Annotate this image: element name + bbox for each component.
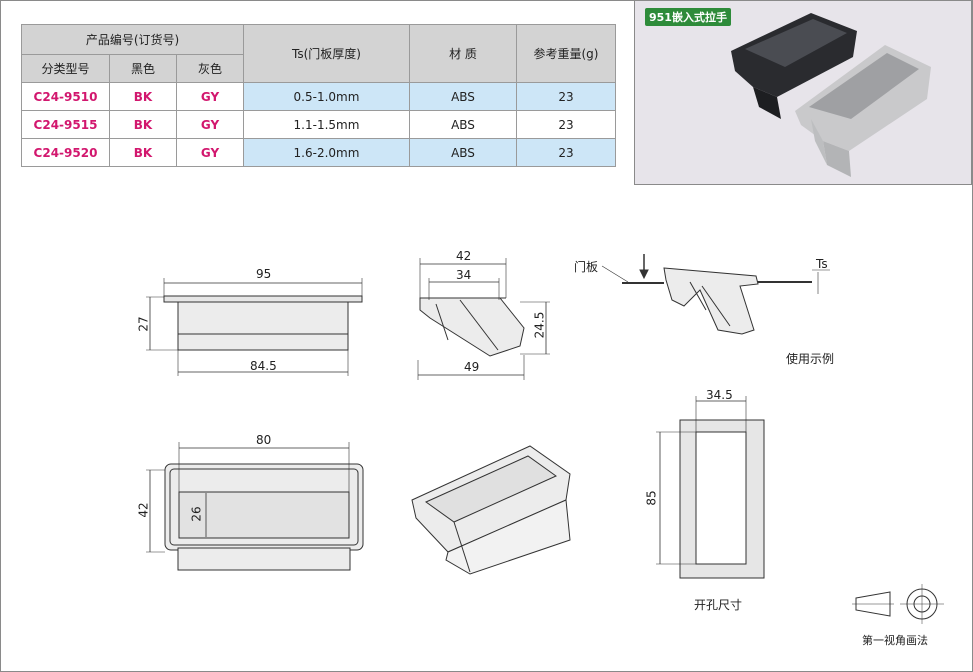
product-badge: 951嵌入式拉手 <box>645 8 731 26</box>
row-material: ABS <box>409 110 517 139</box>
table-row: C24-9520 BK GY 1.6-2.0mm ABS 23 <box>21 138 616 167</box>
col-weight-header: 参考重量(g) <box>516 24 616 83</box>
front-view <box>146 278 363 376</box>
row-weight: 23 <box>516 110 616 139</box>
dim-front-width: 95 <box>256 267 272 281</box>
row-material: ABS <box>409 138 517 167</box>
spec-table: 产品编号(订货号) Ts(门板厚度) 材 质 参考重量(g) 分类型号 黑色 灰… <box>21 24 616 167</box>
projection-symbol-icon <box>852 584 944 624</box>
dim-cutout-width: 34.5 <box>706 388 733 402</box>
table-row: C24-9515 BK GY 1.1-1.5mm ABS 23 <box>21 110 616 139</box>
row-code: C24-9520 <box>21 138 110 167</box>
row-gray: GY <box>176 138 244 167</box>
row-weight: 23 <box>516 82 616 111</box>
dim-side-top: 42 <box>456 249 472 263</box>
usage-example-drawing <box>601 254 830 335</box>
dim-side-bottom: 49 <box>464 360 480 374</box>
row-code: C24-9515 <box>21 110 110 139</box>
top-view <box>146 442 364 571</box>
usage-example-caption: 使用示例 <box>786 352 835 366</box>
dim-side-inner: 34 <box>456 268 472 282</box>
col-gray-header: 灰色 <box>176 54 244 83</box>
projection-caption: 第一视角画法 <box>862 634 928 647</box>
isometric-view <box>411 445 571 575</box>
handle-photo-illustration <box>731 13 931 177</box>
cutout-size-caption: 开孔尺寸 <box>694 598 743 612</box>
dim-top-height: 42 <box>136 502 151 518</box>
dim-front-inner: 84.5 <box>250 359 277 373</box>
dim-top-width: 80 <box>256 433 272 447</box>
row-ts: 0.5-1.0mm <box>243 82 410 111</box>
table-row: C24-9510 BK GY 0.5-1.0mm ABS 23 <box>21 82 616 111</box>
col-black-header: 黑色 <box>109 54 177 83</box>
row-black: BK <box>109 110 177 139</box>
row-black: BK <box>109 138 177 167</box>
side-view <box>417 258 550 380</box>
col-category-header: 分类型号 <box>21 54 110 83</box>
door-panel-label: 门板 <box>574 260 599 274</box>
row-ts: 1.1-1.5mm <box>243 110 410 139</box>
dim-side-height: 24.5 <box>532 311 547 339</box>
product-photo: 951嵌入式拉手 <box>634 0 972 185</box>
row-gray: GY <box>176 110 244 139</box>
row-weight: 23 <box>516 138 616 167</box>
dim-top-inner: 26 <box>189 506 204 522</box>
dim-front-height: 27 <box>136 316 151 332</box>
dim-cutout-height: 85 <box>644 490 659 506</box>
cutout-drawing <box>656 396 765 579</box>
row-code: C24-9510 <box>21 82 110 111</box>
ts-label: Ts <box>816 257 828 271</box>
row-ts: 1.6-2.0mm <box>243 138 410 167</box>
